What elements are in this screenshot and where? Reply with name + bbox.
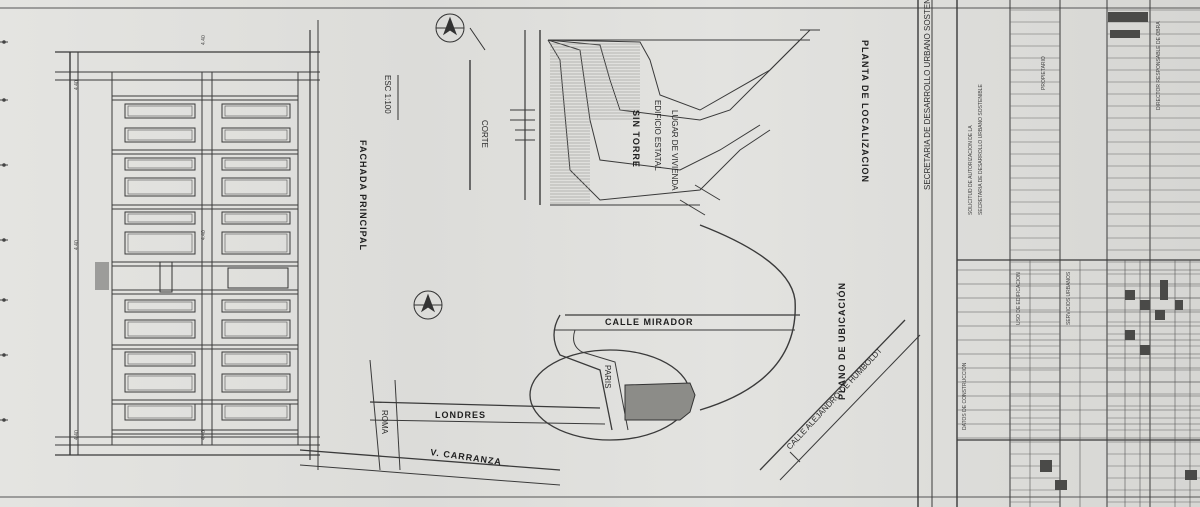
dimension-label: 4.40 — [201, 430, 207, 440]
site-lot — [624, 382, 696, 421]
title-services: SERVICIOS URBANOS — [1066, 271, 1072, 325]
title-ministry: SECRETARIA DE DESARROLLO URBANO SOSTENIB… — [923, 0, 932, 190]
dimension-label: 4.40 — [74, 240, 80, 250]
title-owner: PROPIETARIO — [1041, 56, 1047, 90]
dimension-label: 4.40 — [74, 430, 80, 440]
site-plan — [299, 224, 921, 486]
dimension-label: 4.40 — [201, 35, 207, 45]
facade-elevation — [55, 20, 320, 470]
street-alejandro-humboldt: CALLE ALEJANDRO DE HUMBOLDT — [785, 346, 884, 451]
street-v-carranza: V. CARRANZA — [430, 447, 503, 467]
section-note-1: SIN TORRE — [631, 110, 641, 168]
elevation-title: FACHADA PRINCIPAL — [358, 140, 368, 251]
north-arrow-icon — [435, 13, 465, 43]
street-paris: PARIS — [603, 365, 612, 388]
title-data: DATOS DE CONSTRUCCION — [962, 362, 968, 430]
north-arrow-icon-2 — [413, 290, 443, 320]
section-note-3: LUGAR DE VIVIENDA — [670, 110, 679, 191]
north-leader — [469, 27, 486, 51]
street-calle-mirador: CALLE MIRADOR — [605, 317, 694, 327]
title-subtitle-2: SECRETARIA DE DESARROLLO URBANO SOSTENIB… — [978, 84, 984, 215]
title-block-dark-cells — [1040, 12, 1197, 490]
street-londres: LONDRES — [435, 410, 486, 420]
dimension-label: 4.40 — [74, 80, 80, 90]
elevation-scale: ESC 1:100 — [383, 75, 392, 114]
terrain-section — [469, 29, 820, 216]
elevation-dimensions: 4.40 4.40 4.40 4.40 4.40 4.40 — [74, 35, 207, 440]
title-subtitle-1: SOLICITUD DE AUTORIZACION DE LA — [968, 125, 974, 215]
title-director: DIRECTOR RESPONSABLE DE OBRA — [1156, 21, 1162, 110]
section-note-2: EDIFICIO ESTATAL — [653, 100, 662, 171]
dimension-label: 4.40 — [201, 230, 207, 240]
location-plan-title: PLANTA DE LOCALIZACION — [860, 40, 870, 183]
street-roma: ROMA — [380, 410, 389, 435]
title-use: USO DE EDIFICACION — [1016, 272, 1022, 325]
section-title: CORTE — [480, 120, 489, 148]
left-edge-ticks — [0, 40, 8, 422]
site-plan-title: PLANO DE UBICACIÓN — [836, 282, 847, 400]
title-block — [917, 0, 1200, 507]
